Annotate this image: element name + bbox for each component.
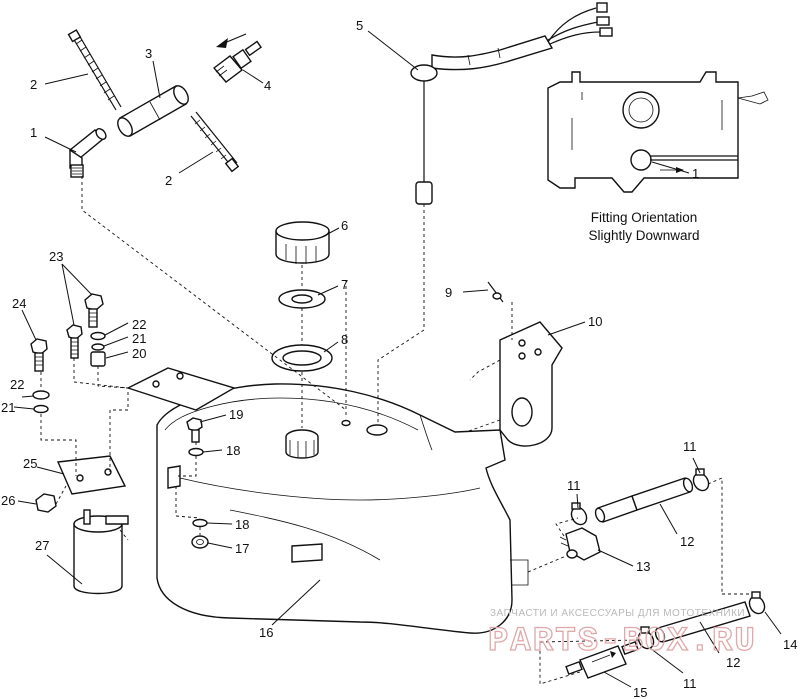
callout-9: 9 [445,285,452,300]
callout-25: 25 [23,456,37,471]
lockwasher-21-upper [91,343,105,351]
elbow-fitting [68,128,107,178]
filler-neck-gasket [271,344,333,372]
fuel-filter-27 [73,509,129,595]
fuel-hose-upper [117,85,189,137]
callout-23: 23 [49,249,63,264]
leader-lines [13,30,782,688]
washer-22-lower [32,390,50,400]
callout-1-inset: 1 [692,166,699,181]
fitting-orientation-inset [547,71,769,193]
callout-20: 20 [132,346,146,361]
watermark-brand-text: PARTS-BOX.RU [488,623,757,661]
callout-11-a: 11 [683,439,697,454]
fuel-tank [156,383,529,634]
spacer-20 [90,351,106,367]
callout-24: 24 [12,296,26,311]
callout-21-lower: 21 [1,400,15,415]
callout-22-upper: 22 [132,317,146,332]
bolt-19 [186,417,203,443]
callout-11-c: 11 [683,676,697,691]
fuel-level-sender [410,2,613,205]
fuel-cap [275,221,330,264]
nut-17 [191,535,209,549]
callout-10: 10 [588,314,602,329]
note-line-2: Slightly Downward [588,228,699,243]
callout-14: 14 [783,637,797,652]
callout-7: 7 [341,277,348,292]
filter-bracket [56,455,127,495]
assembly-lines [40,176,750,685]
hose-12-lower [654,601,751,643]
callout-2-upper: 2 [30,77,37,92]
callout-6: 6 [341,218,348,233]
watermark: ЗАПЧАСТИ И АКСЕССУАРЫ ДЛЯ МОТОТЕХНИКИ PA… [487,608,757,662]
callout-27: 27 [35,538,49,553]
callout-22-lower: 22 [10,377,24,392]
orientation-note: Fitting Orientation Slightly Downward [588,210,699,243]
watermark-top-text: ЗАПЧАСТИ И АКСЕССУАРЫ ДЛЯ МОТОТЕХНИКИ [490,608,745,619]
bolt-23-short [84,293,104,328]
callout-21-upper: 21 [132,331,146,346]
note-line-1: Fitting Orientation [591,210,698,225]
callout-18-upper: 18 [226,443,240,458]
callout-15: 15 [633,685,647,699]
callout-4: 4 [264,78,271,93]
washer-18-lower [192,518,208,528]
clamp-upper [67,29,122,111]
clamp-11-a [570,502,588,526]
bolt-23-long [66,324,83,359]
clamp-11-b [692,468,710,492]
tank-bracket-upper [126,367,236,411]
callout-26: 26 [1,493,15,508]
callout-19: 19 [229,407,243,422]
callout-16: 16 [259,625,273,640]
callout-5: 5 [356,18,363,33]
washer-18-upper [188,447,204,457]
callout-12-upper: 12 [680,534,694,549]
washer-22-upper [90,331,106,341]
clamp-lower [190,111,240,173]
nut-26 [35,493,57,513]
callout-2-lower: 2 [165,173,172,188]
flow-arrow-icon [216,33,247,48]
elbow-fitting-13 [559,527,601,561]
fuel-valve [212,40,263,83]
callout-numbers: 1 2 3 4 2 5 1 6 7 8 9 10 11 11 12 13 14 … [1,18,797,699]
callout-11-b: 11 [567,478,581,493]
hose-12-upper [594,477,694,523]
callout-8: 8 [341,332,348,347]
mounting-bracket [499,321,563,447]
retaining-pin [487,281,504,303]
cap-gasket [278,289,326,309]
callout-3: 3 [145,46,152,61]
callout-12-lower: 12 [726,655,740,670]
callout-18-lower: 18 [235,517,249,532]
inline-fuel-filter-15 [565,640,639,679]
bolt-24 [30,338,48,372]
clamp-14 [748,591,766,615]
callout-13: 13 [636,559,650,574]
lockwasher-21-lower [33,404,49,414]
callout-17: 17 [235,541,249,556]
callout-1: 1 [30,125,37,140]
